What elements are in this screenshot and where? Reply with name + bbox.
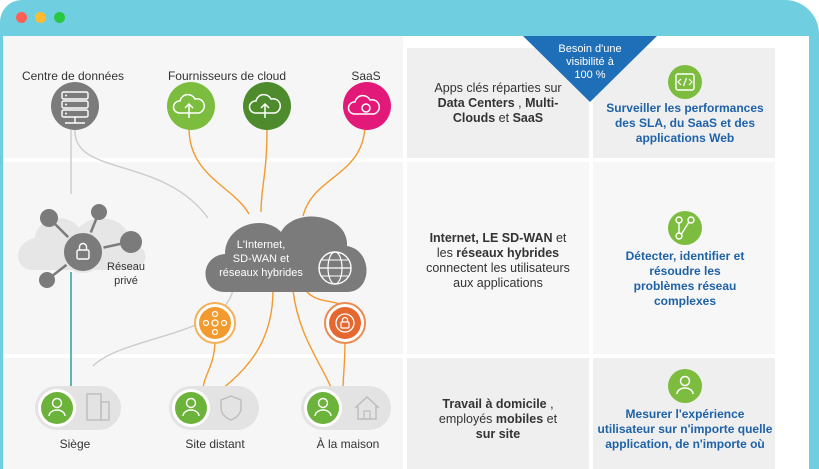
text-segment: aux applications [453, 276, 543, 290]
text-segment: et [495, 111, 512, 125]
row2-right-line1: Détecter, identifier et [626, 249, 745, 263]
text-segment: , [515, 96, 525, 110]
internet-cloud [205, 216, 367, 292]
internet-cloud-line1: L'Internet, [237, 239, 286, 251]
row2-mid-line1: Internet, LE SD-WAN et [430, 231, 567, 245]
home-site-pill [301, 386, 391, 430]
text-segment: Travail à domicile [442, 397, 546, 411]
row2-mid-cell [407, 162, 589, 354]
secure-hub-icon [324, 302, 366, 344]
datacenter-line [74, 129, 209, 219]
cloud-providers-label: Fournisseurs de cloud [168, 69, 286, 83]
text-segment: les [437, 246, 456, 260]
row1-mid-line1: Apps clés réparties sur [434, 81, 561, 95]
internet-remote-line [217, 289, 274, 393]
text-segment: Data Centers [438, 96, 515, 110]
visibility-banner: Besoin d'une visibilité à 100 % [523, 36, 657, 102]
network-path-icon [668, 211, 702, 245]
row3-mid-line1: Travail à domicile , [442, 397, 553, 411]
text-segment: et [543, 412, 557, 426]
internet-cloud-line2: SD-WAN et [233, 253, 289, 265]
saas-cloud-gear-icon [343, 82, 391, 130]
infographic: Centre de données Fournisseurs de cloud … [3, 36, 809, 469]
cloud-upload-icon [167, 82, 215, 130]
window-controls [16, 12, 65, 23]
text-segment: mobiles [496, 412, 543, 426]
text-segment: Apps clés réparties sur [434, 81, 561, 95]
row2-mid-line2: les réseaux hybrides [437, 246, 559, 260]
text-segment: employés [439, 412, 496, 426]
row2-mid-line4: aux applications [453, 276, 543, 290]
network-diagram: Centre de données Fournisseurs de cloud … [3, 36, 775, 469]
saas-label: SaaS [351, 69, 380, 83]
row1-mid-line2: Data Centers , Multi- [438, 96, 559, 110]
text-segment: Internet, LE SD-WAN [430, 231, 553, 245]
text-segment: , [547, 397, 554, 411]
window-minimize-button[interactable] [35, 12, 46, 23]
globe-icon [318, 251, 352, 285]
hq-label: Siège [60, 437, 91, 451]
text-segment: SaaS [513, 111, 544, 125]
cloud2-line [260, 127, 268, 213]
row2-right-line2: résoudre les [649, 264, 721, 278]
banner-line2: visibilité à [566, 56, 615, 68]
user-icon [668, 369, 702, 403]
row3-right-line1: Mesurer l'expérience [626, 407, 745, 421]
code-icon [668, 65, 702, 99]
row3-right-line2: utilisateur sur n'importe quelle [598, 422, 773, 436]
row3-mid-line2: employés mobiles et [439, 412, 558, 426]
row2-right-cell [593, 162, 775, 354]
cloud-download-icon [243, 82, 291, 130]
text-segment: connectent les utilisateurs [426, 261, 570, 275]
window-close-button[interactable] [16, 12, 27, 23]
text-segment: et [553, 231, 567, 245]
text-segment: sur site [476, 427, 521, 441]
private-network-label-line1: Réseau [107, 261, 145, 273]
datacenter-server-icon [51, 82, 99, 130]
private-network-hub-icon [39, 204, 142, 288]
hq-site-pill [35, 386, 121, 430]
banner-line1: Besoin d'une [558, 43, 621, 55]
datacenter-label: Centre de données [22, 69, 124, 83]
row3-right-line3: application, de n'importe où [605, 437, 765, 451]
cloud1-line [188, 127, 250, 215]
row2-mid-line3: connectent les utilisateurs [426, 261, 570, 275]
remote-site-pill [169, 386, 259, 430]
private-network-label-line2: privé [114, 275, 138, 287]
row1-right-line2: des SLA, du SaaS et des [615, 116, 755, 130]
internet-home-line [292, 289, 334, 393]
row1-mid-line3: Clouds et SaaS [453, 111, 543, 125]
window-maximize-button[interactable] [54, 12, 65, 23]
sdwan-hub-icon [194, 302, 236, 344]
row3-mid-line3: sur site [476, 427, 521, 441]
row1-right-line3: applications Web [636, 131, 734, 145]
remote-site-label: Site distant [185, 437, 245, 451]
text-segment: Multi- [525, 96, 558, 110]
row2-right-line4: complexes [654, 294, 716, 308]
row2-right-line3: problèmes réseau [634, 279, 737, 293]
saas-line [302, 125, 366, 217]
internet-cloud-line3: réseaux hybrides [219, 267, 303, 279]
banner-line3: 100 % [574, 69, 605, 81]
text-segment: réseaux hybrides [456, 246, 559, 260]
text-segment: Clouds [453, 111, 495, 125]
home-label: À la maison [317, 436, 380, 451]
internet-hq-line [92, 289, 234, 367]
row3-mid-cell [407, 358, 589, 469]
row1-right-line1: Surveiller les performances [606, 101, 764, 115]
